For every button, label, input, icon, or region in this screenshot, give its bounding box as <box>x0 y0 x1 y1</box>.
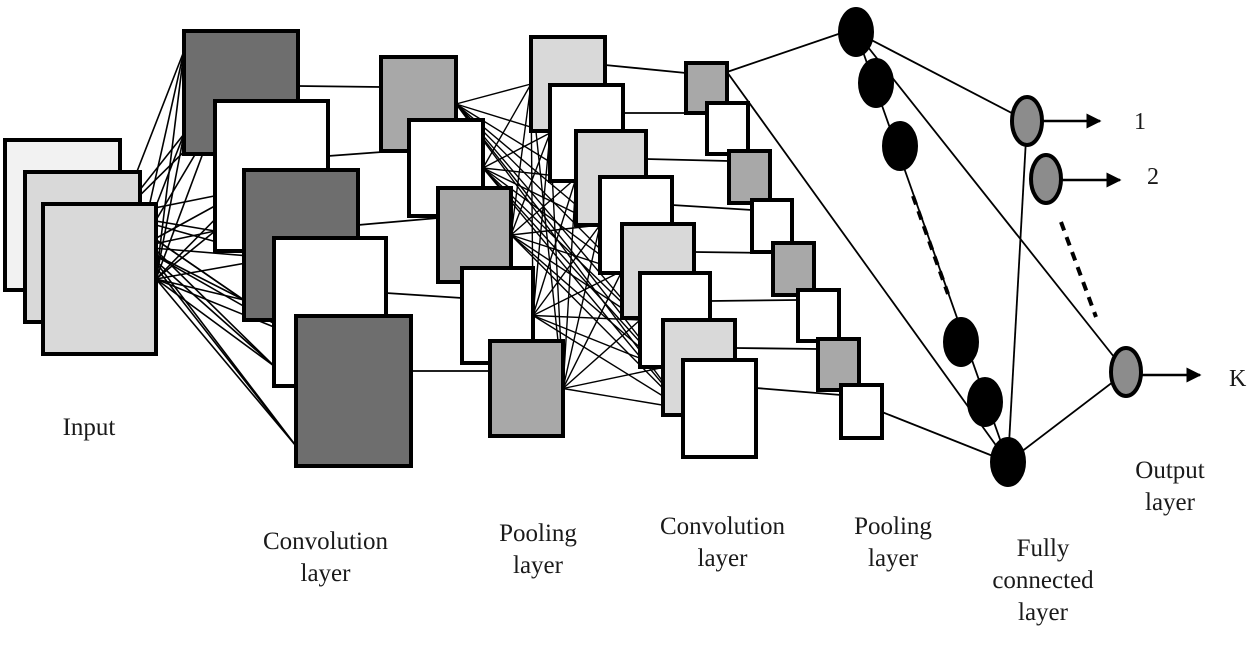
output-neuron <box>1109 346 1143 398</box>
fc-neuron <box>858 58 894 108</box>
pool2-feature-map <box>796 288 841 343</box>
pool2-feature-map <box>705 101 750 156</box>
connection-line <box>562 319 641 390</box>
pool2-feature-map <box>771 241 816 297</box>
connection-line <box>510 234 664 369</box>
connection-line <box>755 387 842 396</box>
connection-line <box>855 31 1028 122</box>
fc-neuron <box>990 437 1026 487</box>
connection-line <box>455 83 532 105</box>
output-class-label: 1 <box>1134 109 1146 135</box>
input-map <box>41 202 158 356</box>
fc-neuron <box>838 7 874 57</box>
connection-line <box>726 27 857 73</box>
pool1-feature-map <box>488 339 565 438</box>
connection-line <box>562 224 601 389</box>
connection-line <box>297 85 382 88</box>
output-arrows: 1 2K <box>1043 109 1247 392</box>
connection-line <box>671 204 753 211</box>
connection-line <box>881 411 1009 463</box>
connection-line <box>532 270 623 317</box>
pool2-feature-map <box>839 383 884 440</box>
connection-line <box>139 246 275 367</box>
connection-line <box>530 83 564 389</box>
pool2-feature-map <box>727 149 772 205</box>
connection-line <box>532 177 577 316</box>
connection-line <box>510 132 551 236</box>
connection-line <box>455 103 664 368</box>
pool2-feature-map <box>816 337 861 392</box>
connection-line <box>155 278 297 447</box>
connection-line <box>155 50 185 280</box>
feature-maps <box>3 29 884 468</box>
connection-line <box>645 158 730 162</box>
output-neuron <box>1010 95 1044 147</box>
connection-line <box>155 278 245 301</box>
fc-neuron <box>967 377 1003 427</box>
connection-line <box>155 230 216 280</box>
connection-line <box>855 31 1127 373</box>
connection-line <box>532 132 551 316</box>
connection-line <box>562 177 577 389</box>
connection-line <box>155 278 275 367</box>
connection-line <box>1007 371 1127 463</box>
connection-line <box>734 347 819 350</box>
label-input: Input <box>62 414 116 441</box>
conv2-feature-map <box>681 358 758 459</box>
connection-line <box>510 83 532 236</box>
connection-line <box>562 366 664 390</box>
connection-line <box>1007 120 1028 463</box>
connection-line <box>726 71 1009 463</box>
connection-line <box>455 103 641 321</box>
connection-line <box>604 64 687 74</box>
fc-ellipsis <box>911 195 950 295</box>
connection-line <box>155 133 185 280</box>
output-class-label: K <box>1229 366 1247 392</box>
fc-neuron <box>943 317 979 367</box>
connection-line <box>357 217 439 226</box>
connection-line <box>532 314 684 410</box>
connection-line <box>482 83 532 169</box>
neuron-nodes <box>838 7 1143 487</box>
connection-line <box>385 292 463 299</box>
connection-line <box>482 132 551 169</box>
fc-neuron <box>882 121 918 171</box>
connection-line <box>709 299 799 302</box>
output-class-label: 2 <box>1147 164 1159 190</box>
conv1-feature-map <box>294 314 413 468</box>
output-neuron <box>1029 153 1063 205</box>
output-ellipsis <box>1059 221 1098 318</box>
connection-line <box>139 246 297 447</box>
connection-line <box>532 224 601 316</box>
connection-line <box>562 270 623 389</box>
